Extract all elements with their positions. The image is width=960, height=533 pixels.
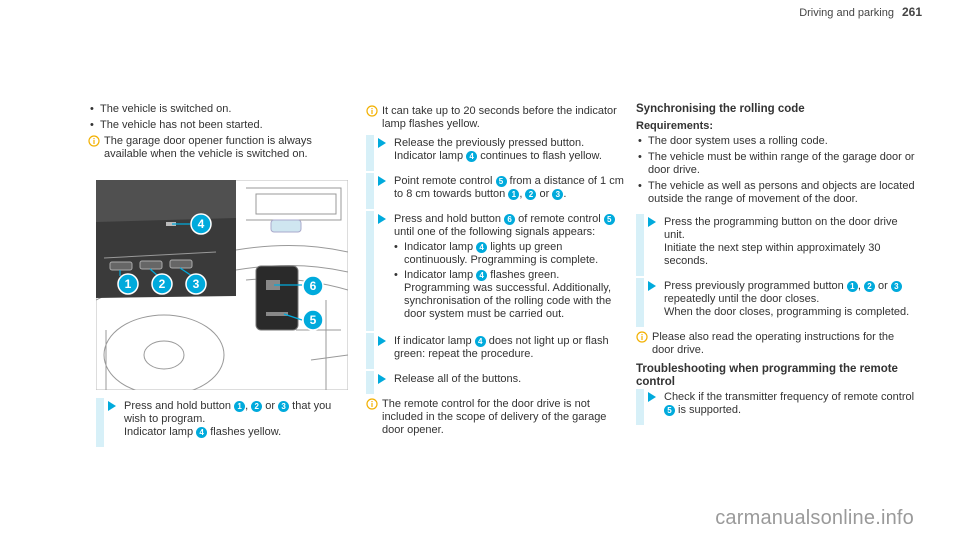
sub-item: Indicator lamp 4 flashes green. Programm… [394, 269, 626, 321]
troubleshooting-heading: Troubleshooting when programming the rem… [636, 363, 898, 388]
callout-3: 3 [185, 273, 207, 295]
number-badge: 1 [508, 188, 520, 200]
instruction-step: Press the programming button on the door… [636, 214, 916, 276]
instruction-step: Release all of the buttons. [366, 371, 626, 394]
instruction-step: Press and hold button 6 of remote contro… [366, 211, 626, 331]
info-icon [88, 135, 100, 147]
step-arrow-icon [378, 138, 386, 148]
step-arrow-icon [648, 281, 656, 291]
column-1: The vehicle is switched on. The vehicle … [88, 103, 348, 167]
number-badge: 2 [863, 280, 875, 292]
step-bar [636, 214, 644, 276]
instruction-step: If indicator lamp 4 does not light up or… [366, 333, 626, 369]
callout-6: 6 [302, 275, 324, 297]
callout-5: 5 [302, 309, 324, 331]
number-badge: 5 [495, 175, 507, 187]
step-arrow-icon [648, 217, 656, 227]
step-bar [366, 173, 374, 209]
number-badge: 4 [466, 150, 478, 162]
number-badge: 5 [603, 213, 615, 225]
step-arrow-icon [378, 374, 386, 384]
note: The remote control for the door drive is… [366, 398, 626, 437]
svg-text:4: 4 [198, 217, 205, 231]
column-2: It can take up to 20 seconds before the … [366, 103, 626, 443]
svg-text:5: 5 [310, 313, 317, 327]
step-arrow-icon [378, 176, 386, 186]
svg-text:6: 6 [310, 279, 317, 293]
note: It can take up to 20 seconds before the … [366, 105, 626, 131]
number-badge: 4 [196, 426, 208, 438]
sub-item: Indicator lamp 4 lights up green continu… [394, 241, 626, 267]
number-badge: 4 [476, 241, 488, 253]
number-badge: 5 [664, 404, 675, 416]
svg-text:2: 2 [159, 277, 166, 291]
page-header: Driving and parking 261 [799, 6, 922, 20]
instruction-step: Press previously programmed button 1, 2 … [636, 278, 916, 327]
column-3: Synchronising the rolling code Requireme… [636, 103, 916, 429]
watermark: carmanualsonline.info [715, 507, 914, 529]
requirement-item: The vehicle as well as persons and objec… [636, 180, 916, 206]
requirement-item: The vehicle must be within range of the … [636, 151, 916, 177]
instruction-step: Release the previously pressed button. I… [366, 135, 626, 171]
number-badge: 3 [552, 188, 564, 200]
step-bar [366, 135, 374, 171]
callout-4: 4 [190, 213, 212, 235]
note-text: The remote control for the door drive is… [382, 398, 607, 436]
step-bar [366, 211, 374, 331]
number-badge: 3 [890, 280, 902, 292]
column-1-step: Press and hold button 1, 2 or 3 that you… [96, 398, 346, 451]
instruction-step: Press and hold button 1, 2 or 3 that you… [96, 398, 346, 447]
step-bar [366, 371, 374, 394]
number-badge: 6 [504, 213, 516, 225]
garage-opener-illustration: 4 1 2 3 6 5 [96, 180, 348, 390]
requirement-item: The vehicle is switched on. [88, 103, 348, 116]
step-arrow-icon [648, 392, 656, 402]
step-arrow-icon [108, 401, 116, 411]
requirement-item: The door system uses a rolling code. [636, 135, 916, 148]
requirements-heading: Requirements: [636, 120, 714, 132]
info-icon [366, 398, 378, 410]
instruction-step: Point remote control 5 from a distance o… [366, 173, 626, 209]
callout-1: 1 [117, 273, 139, 295]
note-text: It can take up to 20 seconds before the … [382, 105, 617, 130]
step-bar [636, 389, 644, 425]
step-bar [96, 398, 104, 447]
page-number: 261 [901, 5, 922, 19]
section-title: Driving and parking [799, 7, 894, 19]
note-text: Please also read the operating instructi… [652, 331, 895, 356]
note: The garage door opener function is alway… [88, 135, 348, 161]
requirement-item: The vehicle has not been started. [88, 119, 348, 132]
number-badge: 2 [251, 400, 263, 412]
instruction-step: Check if the transmitter frequency of re… [636, 389, 916, 425]
number-badge: 2 [525, 188, 537, 200]
number-badge: 1 [846, 280, 858, 292]
number-badge: 3 [278, 400, 290, 412]
note-text: The garage door opener function is alway… [104, 135, 312, 160]
info-icon [366, 105, 378, 117]
step-bar [366, 333, 374, 369]
svg-text:1: 1 [125, 277, 132, 291]
number-badge: 1 [234, 400, 246, 412]
step-bar [636, 278, 644, 327]
info-icon [636, 331, 648, 343]
callout-2: 2 [151, 273, 173, 295]
number-badge: 4 [474, 335, 486, 347]
svg-text:3: 3 [193, 277, 200, 291]
note: Please also read the operating instructi… [636, 331, 916, 357]
step-arrow-icon [378, 336, 386, 346]
step-arrow-icon [378, 214, 386, 224]
number-badge: 4 [476, 269, 488, 281]
section-heading: Synchronising the rolling code [636, 103, 805, 115]
